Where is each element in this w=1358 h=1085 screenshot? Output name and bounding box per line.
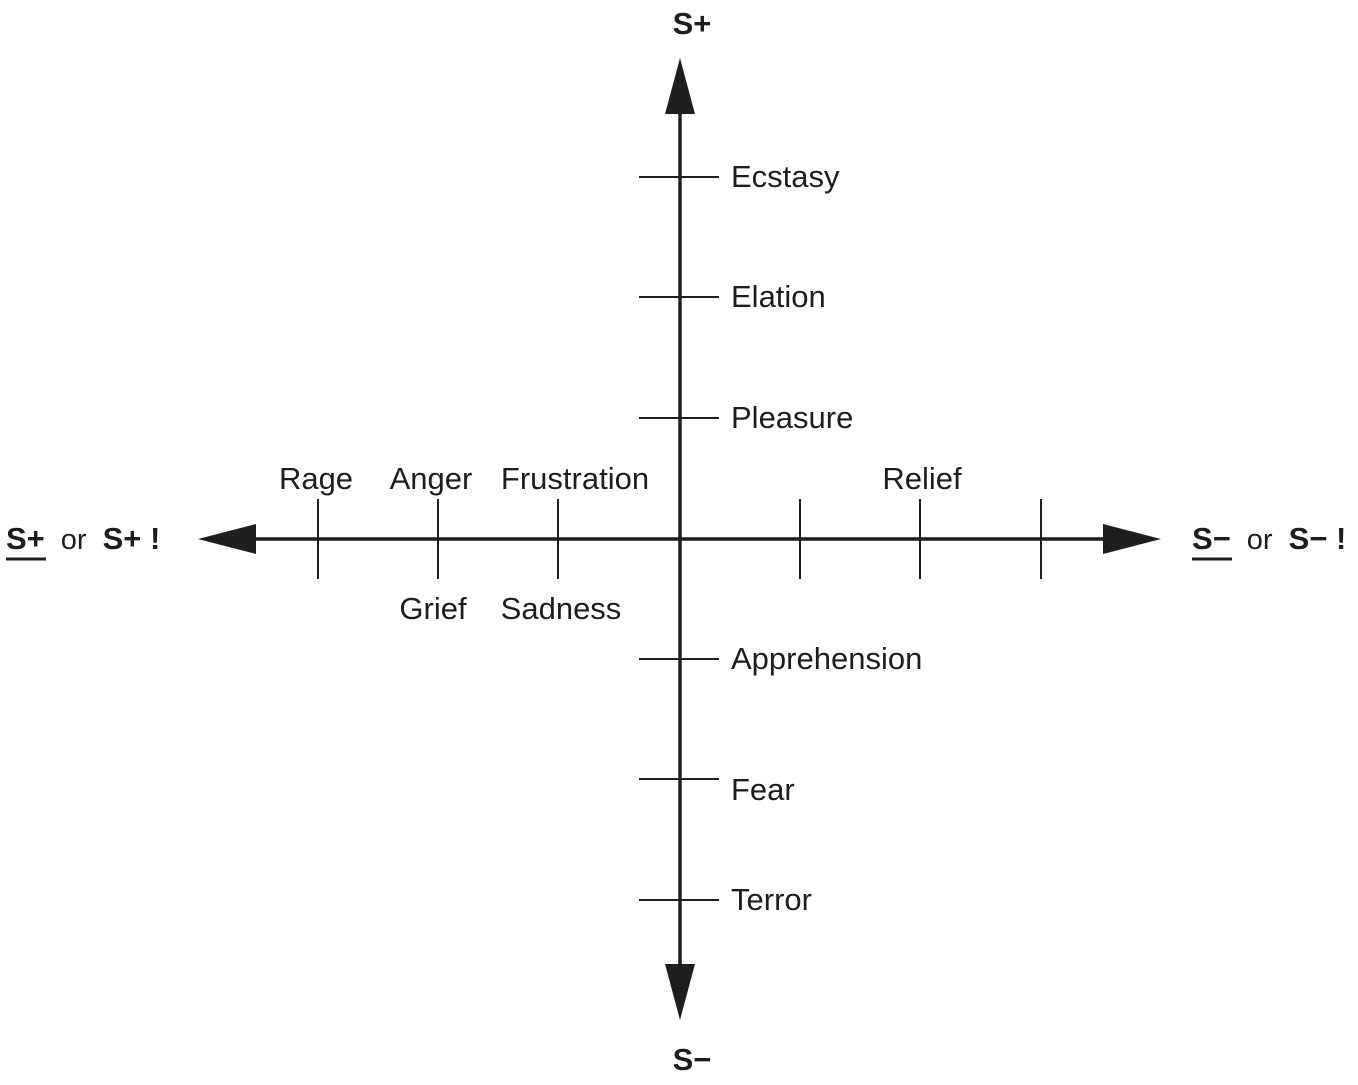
bottom-axis-label: S−	[673, 1042, 712, 1077]
label-rage: Rage	[279, 461, 353, 496]
top-axis-label: S+	[673, 6, 712, 41]
right-term-b: S− !	[1289, 521, 1347, 556]
label-fear: Fear	[731, 772, 795, 807]
label-relief: Relief	[882, 461, 962, 496]
right-connector: or	[1247, 524, 1273, 556]
label-elation: Elation	[731, 279, 826, 314]
label-pleasure: Pleasure	[731, 400, 853, 435]
label-frustration: Frustration	[501, 461, 649, 496]
arrow-right-icon	[1103, 524, 1161, 554]
label-terror: Terror	[731, 882, 812, 917]
right-term-a: S−	[1192, 521, 1231, 556]
label-anger: Anger	[390, 461, 473, 496]
arrow-up-icon	[665, 58, 695, 114]
label-ecstasy: Ecstasy	[731, 159, 840, 194]
left-connector: or	[61, 524, 87, 556]
left-axis-label: S+ or S+ !	[6, 521, 160, 556]
left-term-b: S+ !	[103, 521, 161, 556]
label-sadness: Sadness	[501, 591, 622, 626]
label-apprehension: Apprehension	[731, 641, 922, 676]
right-axis-label: S− or S− !	[1192, 521, 1346, 556]
label-grief: Grief	[399, 591, 467, 626]
arrow-left-icon	[198, 524, 256, 554]
left-term-a: S+	[6, 521, 45, 556]
arrow-down-icon	[665, 964, 695, 1020]
